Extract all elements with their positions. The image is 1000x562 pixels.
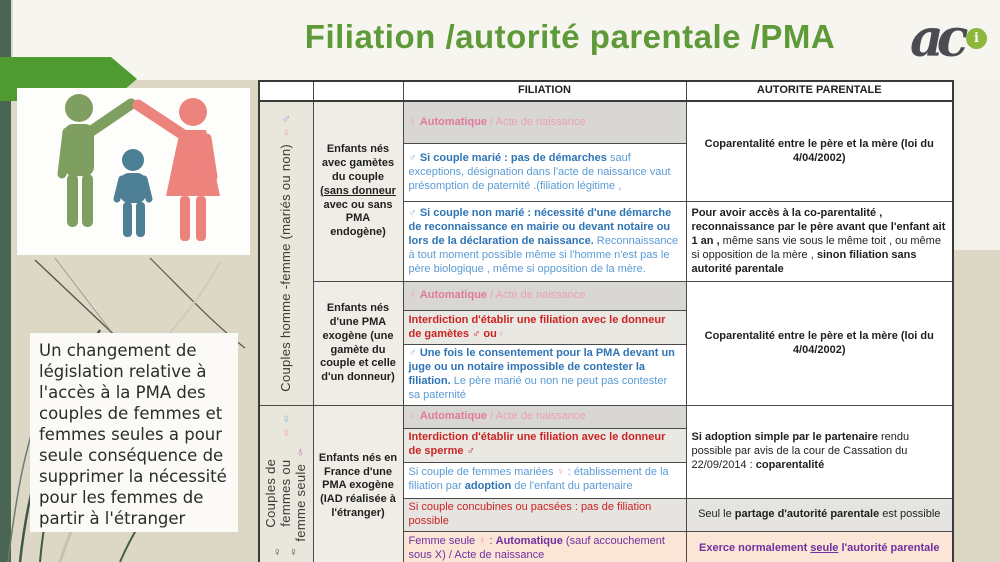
cell-filiation-femme-seule: Femme seule ♀ : Automatique (sauf accouc… [402, 530, 687, 562]
left-accent-bar [0, 0, 11, 562]
group-label-couples-femmes: Couples de femmes ou femme seule ♀ [262, 444, 308, 541]
cell-filiation-couple-marie: ♂ Si couple marié : pas de démarches sau… [402, 143, 687, 203]
logo: ac i [910, 8, 996, 74]
cell-filiation-interdiction-sperme: Interdiction d'établir une filiation ave… [402, 427, 687, 463]
label-enfants-pma-exogene: Enfants nés d'une PMA exogène (une gamèt… [312, 281, 404, 406]
header-filiation: FILIATION [402, 80, 687, 102]
family-pictogram-icon [57, 94, 220, 241]
info-icon: i [966, 28, 987, 49]
cell-filiation-consentement-pma: ♂ Une fois le consentement pour la PMA d… [402, 344, 687, 406]
header-autorite: AUTORITE PARENTALE [685, 80, 954, 102]
table-row: ♂ Si couple non marié : nécessité d'une … [259, 201, 954, 283]
cell-autorite-exerce-seule: Exerce normalement seule l'autorité pare… [685, 530, 954, 562]
page-title: Filiation /autorité parentale /PMA [304, 18, 836, 55]
cell-filiation-couple-non-marie: ♂ Si couple non marié : nécessité d'une … [402, 201, 687, 283]
table-row: Si couple de femmes mariées ♀ : établiss… [259, 461, 953, 499]
table-row: Femme seule ♀ : Automatique (sauf accouc… [259, 530, 954, 562]
cell-filiation-automatique-1: ♀ Automatique / Acte de naissance [402, 100, 687, 145]
cell-filiation-automatique-2: ♀ Automatique / Acte de naissance [402, 281, 687, 312]
table-row: ♂ Si couple marié : pas de démarches sau… [259, 143, 953, 203]
cell-filiation-interdiction-gametes: Interdiction d'établir une filiation ave… [402, 310, 687, 346]
group-couples-homme-femme: ♂♀ Couples homme -femme (mariés ou non) [258, 100, 314, 406]
label-enfants-gametes-couple: Enfants nés avec gamètes du couple (sans… [312, 100, 404, 283]
cell-autorite-adoption-simple: Si adoption simple par le partenaire ren… [685, 404, 954, 499]
group-couples-de-femmes: ♀♀ Couples de femmes ou femme seule ♀ ♀ … [258, 404, 314, 562]
table-row: ♂♀ Couples homme -femme (mariés ou non) … [258, 100, 954, 406]
side-note: Un changement de législation relative à … [30, 333, 238, 532]
header-row: FILIATION AUTORITE PARENTALE [258, 80, 954, 102]
gender-symbols-icon: ♀♀ [281, 411, 292, 441]
group-label-homme-femme: Couples homme -femme (mariés ou non) [277, 143, 293, 391]
table-row: Si couple concubines ou pacsées : pas de… [259, 497, 954, 532]
logo-text: ac [910, 8, 968, 69]
title-band [13, 0, 1000, 80]
cell-filiation-concubines-pacsees: Si couple concubines ou pacsées : pas de… [402, 497, 687, 532]
filiation-table: FILIATION AUTORITE PARENTALE ♂♀ Couples … [258, 80, 954, 562]
cell-autorite-acces-coparentalite: Pour avoir accès à la co-parentalité , r… [685, 201, 954, 283]
table-row: Interdiction d'établir une filiation ave… [259, 427, 953, 463]
cell-autorite-coparentalite-2: Coparentalité entre le père et la mère (… [685, 281, 954, 406]
header-empty-label [312, 80, 404, 102]
gender-symbols-bottom-icon: ♀ ♀ [272, 545, 300, 560]
table-row: Interdiction d'établir une filiation ave… [259, 310, 953, 346]
family-image [17, 88, 250, 255]
cell-autorite-partage: Seul le partage d'autorité parentale est… [685, 497, 954, 532]
label-enfants-nes-france-pma: Enfants nés en France d'une PMA exogène … [312, 404, 404, 562]
header-empty-group [258, 80, 314, 102]
cell-filiation-automatique-3: ♀ Automatique / Acte de naissance [402, 404, 687, 429]
cell-filiation-femmes-mariees: Si couple de femmes mariées ♀ : établiss… [402, 461, 687, 499]
cell-autorite-coparentalite-1: Coparentalité entre le père et la mère (… [685, 100, 954, 203]
right-strip [948, 80, 1000, 250]
table-row: ♀♀ Couples de femmes ou femme seule ♀ ♀ … [258, 404, 954, 562]
table-row: ♂ Une fois le consentement pour la PMA d… [259, 344, 953, 406]
gender-symbols-icon: ♂♀ [281, 111, 292, 140]
table-row: Enfants nés d'une PMA exogène (une gamèt… [259, 281, 954, 406]
